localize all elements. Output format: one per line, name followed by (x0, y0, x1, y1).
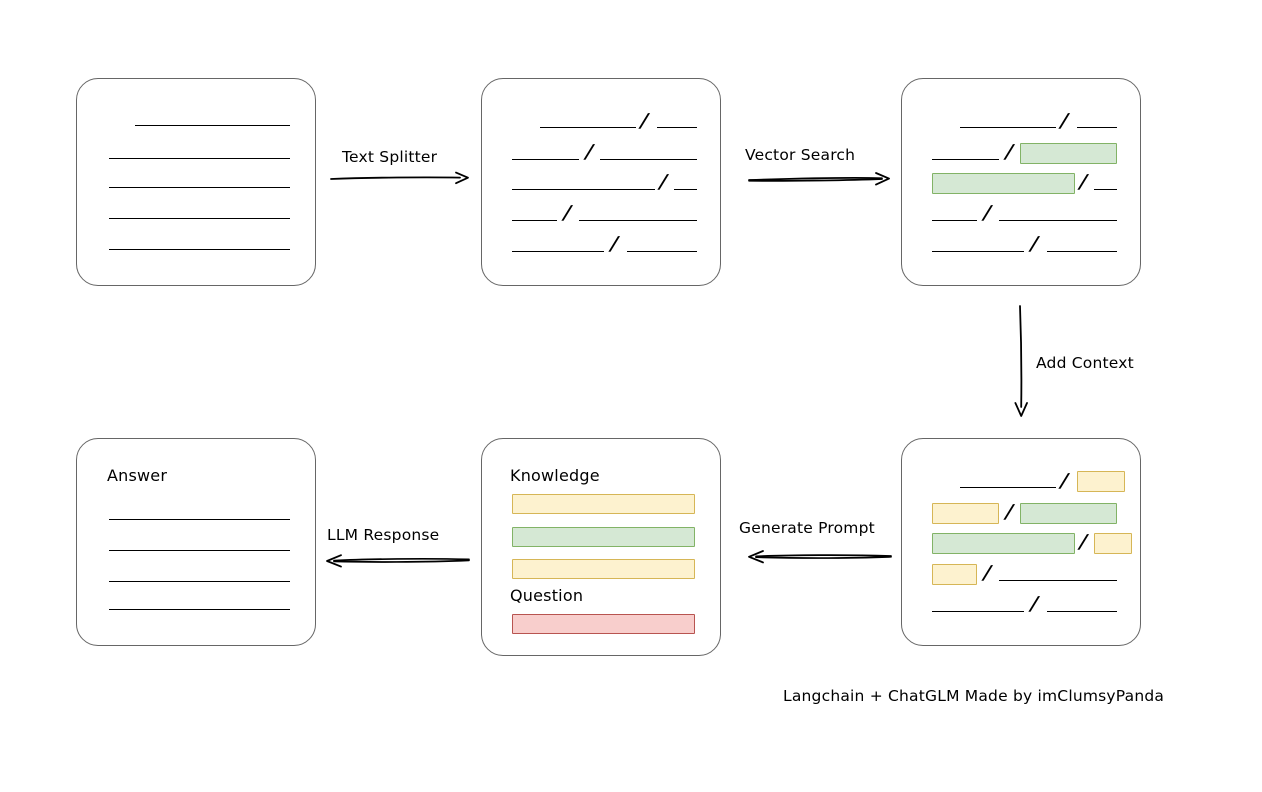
knowledge-bar-green[interactable] (512, 527, 695, 547)
split-separator: / (639, 110, 650, 132)
document-line (109, 187, 290, 188)
edge-label-text-splitter: Text Splitter (342, 148, 438, 166)
question-bar-red[interactable] (512, 614, 695, 634)
matched-chunk-green[interactable] (932, 173, 1075, 194)
document-line-segment (1094, 189, 1117, 190)
split-separator: / (1059, 470, 1070, 492)
document-line-segment (960, 127, 1056, 128)
split-separator: / (562, 202, 573, 224)
split-separator: / (1029, 233, 1040, 255)
arrow-add-context (1014, 305, 1028, 417)
matched-document-card[interactable]: / / / / / (901, 78, 1141, 286)
context-chunk-yellow[interactable] (1077, 471, 1125, 492)
document-line-segment (932, 220, 977, 221)
arrow-llm-response (326, 554, 470, 568)
split-separator: / (584, 141, 595, 163)
split-separator: / (609, 233, 620, 255)
document-line-segment (1047, 251, 1117, 252)
context-chunk-yellow[interactable] (932, 564, 977, 585)
context-document-card[interactable]: / / / / / (901, 438, 1141, 646)
document-line (135, 125, 290, 126)
context-chunk-yellow[interactable] (932, 503, 999, 524)
answer-title: Answer (107, 466, 168, 485)
answer-line (109, 550, 290, 551)
split-separator: / (982, 202, 993, 224)
prompt-card[interactable]: Knowledge Question (481, 438, 721, 656)
document-line-segment (512, 189, 655, 190)
question-label: Question (510, 586, 584, 605)
document-line (109, 218, 290, 219)
split-document-card[interactable]: / / / / / (481, 78, 721, 286)
split-separator: / (1029, 593, 1040, 615)
context-chunk-green[interactable] (932, 533, 1075, 554)
edge-label-generate-prompt: Generate Prompt (739, 519, 875, 537)
document-line-segment (540, 127, 636, 128)
split-separator: / (982, 562, 993, 584)
answer-line (109, 581, 290, 582)
document-line-segment (512, 159, 579, 160)
document-line-segment (999, 580, 1117, 581)
document-line-segment (579, 220, 697, 221)
edge-label-llm-response: LLM Response (327, 526, 440, 544)
answer-line (109, 519, 290, 520)
document-line (109, 249, 290, 250)
answer-card[interactable]: Answer (76, 438, 316, 646)
knowledge-bar-yellow[interactable] (512, 559, 695, 579)
edge-label-add-context: Add Context (1036, 354, 1134, 372)
source-document-card[interactable] (76, 78, 316, 286)
context-chunk-yellow[interactable] (1094, 533, 1132, 554)
document-line-segment (512, 220, 557, 221)
split-separator: / (1004, 501, 1015, 523)
arrow-vector-search (748, 172, 890, 186)
context-chunk-green[interactable] (1020, 503, 1117, 524)
document-line-segment (932, 251, 1024, 252)
document-line (109, 158, 290, 159)
document-line-segment (657, 127, 697, 128)
split-separator: / (1004, 141, 1015, 163)
document-line-segment (960, 487, 1056, 488)
document-line-segment (627, 251, 697, 252)
document-line-segment (512, 251, 604, 252)
arrow-text-splitter (330, 171, 469, 185)
footer-credit: Langchain + ChatGLM Made by imClumsyPand… (783, 687, 1165, 705)
knowledge-label: Knowledge (510, 466, 600, 485)
matched-chunk-green[interactable] (1020, 143, 1117, 164)
document-line-segment (1077, 127, 1117, 128)
split-separator: / (1078, 531, 1089, 553)
document-line-segment (932, 159, 999, 160)
document-line-segment (932, 611, 1024, 612)
document-line-segment (600, 159, 697, 160)
split-separator: / (1059, 110, 1070, 132)
arrow-generate-prompt (748, 550, 892, 564)
document-line-segment (674, 189, 697, 190)
document-line-segment (999, 220, 1117, 221)
knowledge-bar-yellow[interactable] (512, 494, 695, 514)
split-separator: / (1078, 171, 1089, 193)
document-line-segment (1047, 611, 1117, 612)
answer-line (109, 609, 290, 610)
edge-label-vector-search: Vector Search (745, 146, 856, 164)
split-separator: / (658, 171, 669, 193)
